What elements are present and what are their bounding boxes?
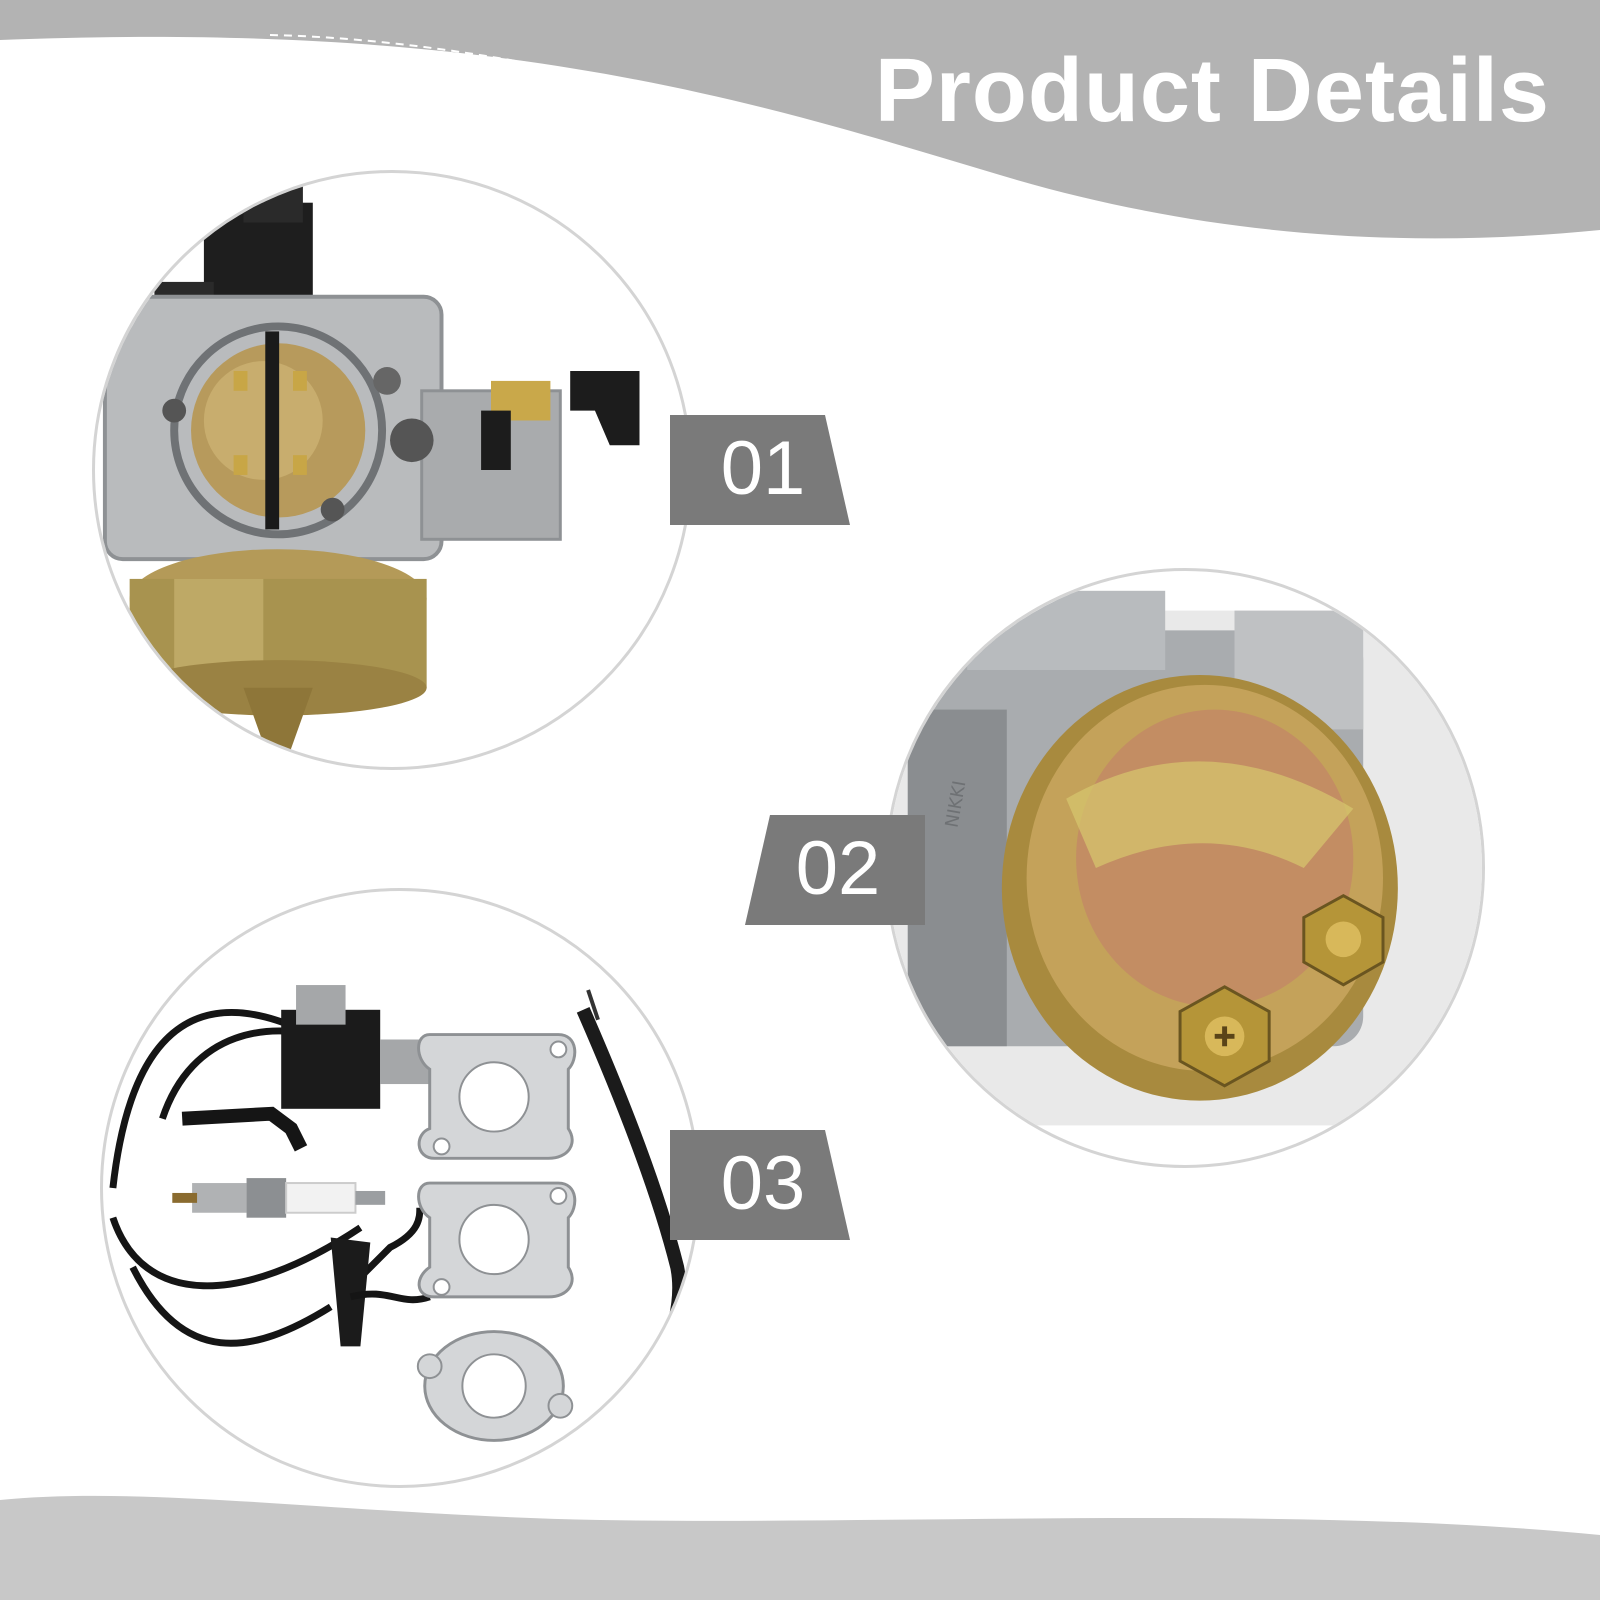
kill-switch-wire-icon <box>181 1106 308 1152</box>
top-banner-dashed-line <box>269 34 1141 219</box>
gasket-icon <box>416 1330 574 1442</box>
callout-tab-03: 03 <box>670 1130 850 1240</box>
bottom-banner <box>0 1495 1600 1600</box>
tab-shape <box>745 815 925 925</box>
top-banner <box>0 0 1600 239</box>
callout-number-01: 01 <box>720 426 806 511</box>
callout-number-03: 03 <box>720 1141 806 1226</box>
ignition-coil-icon <box>109 985 435 1347</box>
callout-number-02: 02 <box>795 826 881 911</box>
tab-shape <box>670 415 850 525</box>
gasket-icon <box>417 1033 577 1160</box>
fuel-hose-icon <box>576 989 687 1450</box>
spark-plug-icon <box>172 1178 386 1218</box>
detail-circle-03 <box>100 888 700 1488</box>
detail-circle-02: NIKKI <box>885 568 1485 1168</box>
callout-tab-01: 01 <box>670 415 850 525</box>
accessory-kit-icon <box>109 985 687 1450</box>
callout-tab-02: 02 <box>745 815 925 925</box>
gasket-icon <box>417 1181 577 1299</box>
page-title: Product Details <box>874 41 1550 141</box>
detail-circle-01 <box>92 170 692 770</box>
float-bowl-icon: NIKKI <box>888 590 1482 1126</box>
spark-plug-boot-icon <box>330 1207 431 1347</box>
tab-shape <box>670 1130 850 1240</box>
carburetor-icon <box>102 182 640 758</box>
